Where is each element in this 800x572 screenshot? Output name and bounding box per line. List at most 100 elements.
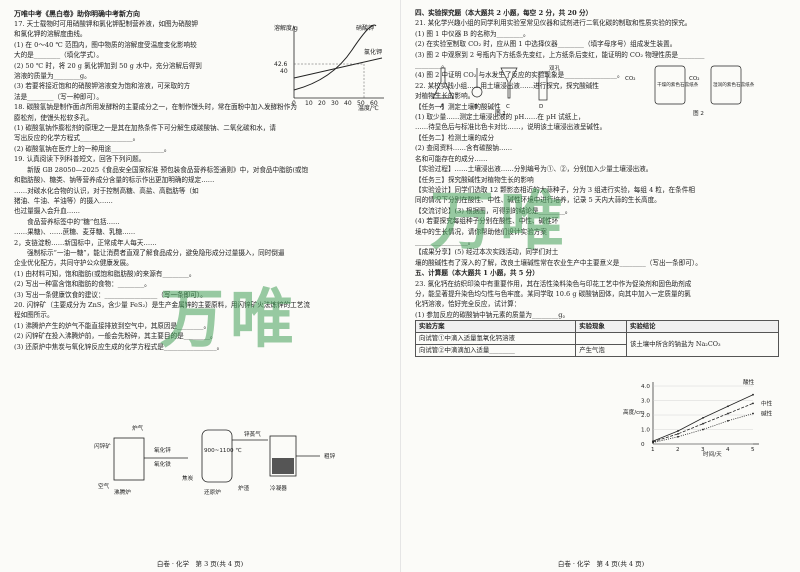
svg-text:干燥的紫色石蕊纸条: 干燥的紫色石蕊纸条 xyxy=(657,81,699,88)
text-line: (2) 在实验室制取 CO₂ 时，应从图 1 中选择仪器________（填字母… xyxy=(415,40,677,49)
process-flow-diagram: 闪锌矿 空气 沸腾炉 炉气 氧化锌 氧化铁 焦炭 900~1100 ℃ 还原炉 … xyxy=(94,424,336,496)
kno3-curve xyxy=(293,24,377,91)
right-page-content: 四、实验探究题（本大题共 2 小题，每空 2 分，共 20 分）21. 某化学兴… xyxy=(415,8,791,552)
x-tick-label: 4 xyxy=(726,447,730,453)
data-point xyxy=(727,419,729,422)
svg-text:A: A xyxy=(440,104,444,110)
furnace2-label: 还原炉 xyxy=(204,488,221,496)
flask-a: A xyxy=(432,67,454,110)
text-line: ________。 xyxy=(415,61,448,70)
x-tick-label: 30 xyxy=(331,100,339,107)
flask-b: B xyxy=(471,68,483,110)
data-point xyxy=(677,435,679,438)
table-cell xyxy=(575,332,627,345)
x-tick-label: 0 xyxy=(292,100,296,107)
y-axis-label: 高度/cm xyxy=(623,408,645,416)
table-cell: 该土壤中所含的钠盐为 Na₂CO₃ xyxy=(625,332,780,357)
table-row: 向试管①中滴入适量氢氧化钙溶液 该土壤中所含的钠盐为 Na₂CO₃ xyxy=(414,332,780,357)
text-line: ________________。 xyxy=(415,237,475,246)
text-line: (2) 50 ℃ 时，将 20 g 氯化钾加到 50 g 水中，充分溶解后得到 xyxy=(14,61,202,70)
svg-text:CO₂: CO₂ xyxy=(625,76,636,82)
text-line: 名和可能存在的成分…… xyxy=(415,154,488,163)
apparatus-figure: A B C 双孔 D 图 1 CO₂ CO₂ 干燥的紫色石蕊纸条 湿润的紫色石蕊… xyxy=(432,64,755,116)
slag-label: 炉渣 xyxy=(238,484,250,492)
svg-text:CO₂: CO₂ xyxy=(689,76,700,82)
x-tick-label: 3 xyxy=(701,447,705,453)
text-line: 23. 氯化钙在纺织印染中有重要作用，其在活性染料染色与印花工艺中作为促染剂和固… xyxy=(415,279,692,288)
text-line: 境中的生长情况，请你帮助他们设计实验方案 xyxy=(415,227,547,236)
y-tick-label: 2.0 xyxy=(641,413,650,419)
text-line: 程如图所示。 xyxy=(14,311,54,320)
series-line xyxy=(652,403,754,443)
text-line: 膨松剂，使馒头松软多孔。 xyxy=(14,113,94,122)
text-line: 同的情况下分别在酸性、中性、碱性环境中进行培养，记录 5 天内大蒜的生长高度。 xyxy=(415,196,661,205)
data-point xyxy=(702,422,704,425)
text-line: 和脂肪酸)、糖类、钠等营养成分含量的标示作出更加明确的规定…… xyxy=(14,176,215,185)
svg-text:D: D xyxy=(539,104,543,110)
text-line: (1) 参加反应的碳酸钠中钠元素的质量为________g。 xyxy=(415,310,570,319)
text-line: 和氯化钾的溶解度曲线。 xyxy=(14,30,87,39)
text-line: (3) 若要将接近饱和的硝酸钾溶液变为饱和溶液，可采取的方 xyxy=(14,82,191,91)
tube-d: 双孔 D xyxy=(538,64,561,110)
x-tick-label: 1 xyxy=(651,447,655,453)
temp-label: 900~1100 ℃ xyxy=(204,447,242,454)
svg-text:湿润的紫色石蕊纸条: 湿润的紫色石蕊纸条 xyxy=(713,81,755,88)
text-line: 【成果分享】(5) 经过本次实践活动，同学们对土 xyxy=(415,248,559,257)
x-tick-label: 10 xyxy=(305,100,313,107)
text-line: 20. 闪锌矿（主要成分为 ZnS，含少量 FeS₂）是生产金属锌的主要原料，用… xyxy=(14,300,310,309)
boiling-furnace xyxy=(113,437,145,481)
x-tick-label: 50 xyxy=(357,100,365,107)
text-line: (2) 碳酸氢钠在医疗上的一种用途________________。 xyxy=(14,144,171,153)
x-axis-label: 温度/℃ xyxy=(358,104,379,112)
page-footer: 白卷 · 化学 第 3 页(共 4 页) xyxy=(156,560,244,568)
ore-label: 闪锌矿 xyxy=(94,442,111,450)
x-tick-label: 60 xyxy=(370,100,378,107)
text-line: 壤的酸碱性有了深入的了解，改良土壤碱性常在农业生产中主要意义是________（… xyxy=(415,258,702,267)
text-line: (1) 在 0～40 ℃ 范围内，图中物质的溶解度受温度变化影响较 xyxy=(14,40,197,49)
text-line: 猪油、牛油、羊油等）的摄入…… xyxy=(14,196,113,205)
text-line: 【实验设计】同学们选取 12 颗影态相近的大蒜种子，分为 3 组进行实验，每组 … xyxy=(415,185,695,194)
fig2-label: 图 2 xyxy=(693,109,704,116)
svg-text:C: C xyxy=(506,104,510,110)
text-line: 也过量摄入会升血…… xyxy=(14,207,80,216)
text-line: (3) 还原炉中焦炭与氧化锌反应生成的化学方程式是_______________… xyxy=(14,342,224,351)
page-header: 万唯中考《黑白卷》助你明确中考新方向 xyxy=(14,9,140,18)
table-header: 实验方案 xyxy=(414,320,577,333)
bottle-setup: CO₂ CO₂ 干燥的紫色石蕊纸条 湿润的紫色石蕊纸条 xyxy=(625,65,755,105)
zno-label: 氧化锌 xyxy=(154,446,171,454)
data-point xyxy=(677,430,679,432)
zinc-vapor-label: 锌蒸气 xyxy=(244,430,261,438)
text-line: 【交流讨论】(3) 根据图，可得到的结论是________。 xyxy=(415,206,572,215)
right-page: 四、实验探究题（本大题共 2 小题，每空 2 分，共 20 分）21. 某化学兴… xyxy=(400,0,800,572)
text-line: (2) 闪锌矿在投入沸腾炉前，一般会先粉碎，其主要目的是________。 xyxy=(14,332,217,341)
x-tick-label: 20 xyxy=(318,100,326,107)
furnace1-label: 沸腾炉 xyxy=(114,488,131,496)
y-tick-40: 40 xyxy=(280,68,288,75)
text-line: (1) 沸腾炉产生的炉气不能直接排放到空气中，其原因是________。 xyxy=(14,321,211,330)
fig1-label: 图 1 xyxy=(495,109,506,116)
text-line: 22. 某校实践小组……用土壤浸出液……进行探究，探究酸碱性 xyxy=(415,81,600,90)
text-line: (1) 由材料可知，饱和脂肪(或饱和脂肪酸)的来源有________。 xyxy=(14,269,196,278)
series-label: 酸性 xyxy=(743,378,755,386)
text-line: 18. 碳酸氢钠是制作面点所用发酵粉的主要成分之一，在制作馒头时，常在面粉中加入… xyxy=(14,103,297,112)
series-label: 中性 xyxy=(761,399,773,407)
data-point xyxy=(752,402,754,405)
data-point xyxy=(702,417,704,419)
table-header: 实验现象 xyxy=(575,320,627,333)
data-point xyxy=(727,412,729,415)
svg-text:B: B xyxy=(474,104,478,110)
text-line: 化钙溶液，恰好完全反应，试计算： xyxy=(415,300,521,309)
left-page: 万唯中考《黑白卷》助你明确中考新方向 17. 天士载物时可用硝酸钾和氯化钾配制营… xyxy=(14,9,384,568)
text-line: 写出反应的化学方程式________________。 xyxy=(14,134,140,143)
reduction-furnace xyxy=(201,429,233,483)
table-cell: 向试管①中滴入适量氢氧化钙溶液 xyxy=(414,332,577,345)
svg-text:双孔: 双孔 xyxy=(549,64,561,72)
text-line: (1) 碳酸氢钠作膨松剂的原理之一是其在加热条件下可分解生成碳酸钠、二氧化碳和水… xyxy=(14,124,276,133)
y-tick-label: 3.0 xyxy=(641,399,650,405)
text-line: 四、实验探究题（本大题共 2 小题，每空 2 分，共 20 分） xyxy=(415,9,593,17)
data-point xyxy=(677,432,679,435)
x-axis-label: 时间/天 xyxy=(703,450,722,458)
